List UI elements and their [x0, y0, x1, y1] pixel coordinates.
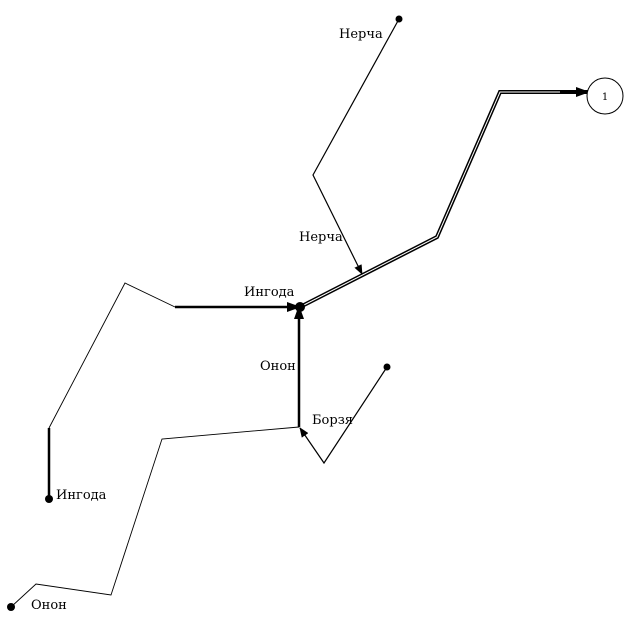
label-ingoda-top: Ингода [244, 285, 295, 300]
confluence-node [295, 302, 305, 312]
label-nercha-mid: Нерча [299, 230, 343, 245]
ingoda-river-thin-line [48, 282, 176, 429]
outlet-number: 1 [602, 92, 608, 103]
label-ingoda-bottom: Ингода [56, 488, 107, 503]
onon-source-point [7, 603, 15, 611]
main-channel-outer-line [299, 90, 589, 309]
label-onon-bottom: Онон [31, 598, 67, 613]
nercha-source-point [395, 15, 403, 23]
label-onon-mid: Онон [260, 359, 296, 374]
borzya-source-point [383, 363, 391, 371]
label-borzya: Борзя [312, 413, 353, 428]
label-nercha-top: Нерча [339, 27, 383, 42]
borzya-river-line [299, 366, 388, 465]
onon-river-thin-line [10, 426, 300, 608]
nercha-river-line [312, 18, 400, 275]
outlet-circle [586, 77, 624, 115]
ingoda-source-point [45, 495, 53, 503]
main-channel-inner-line [299, 91, 589, 308]
